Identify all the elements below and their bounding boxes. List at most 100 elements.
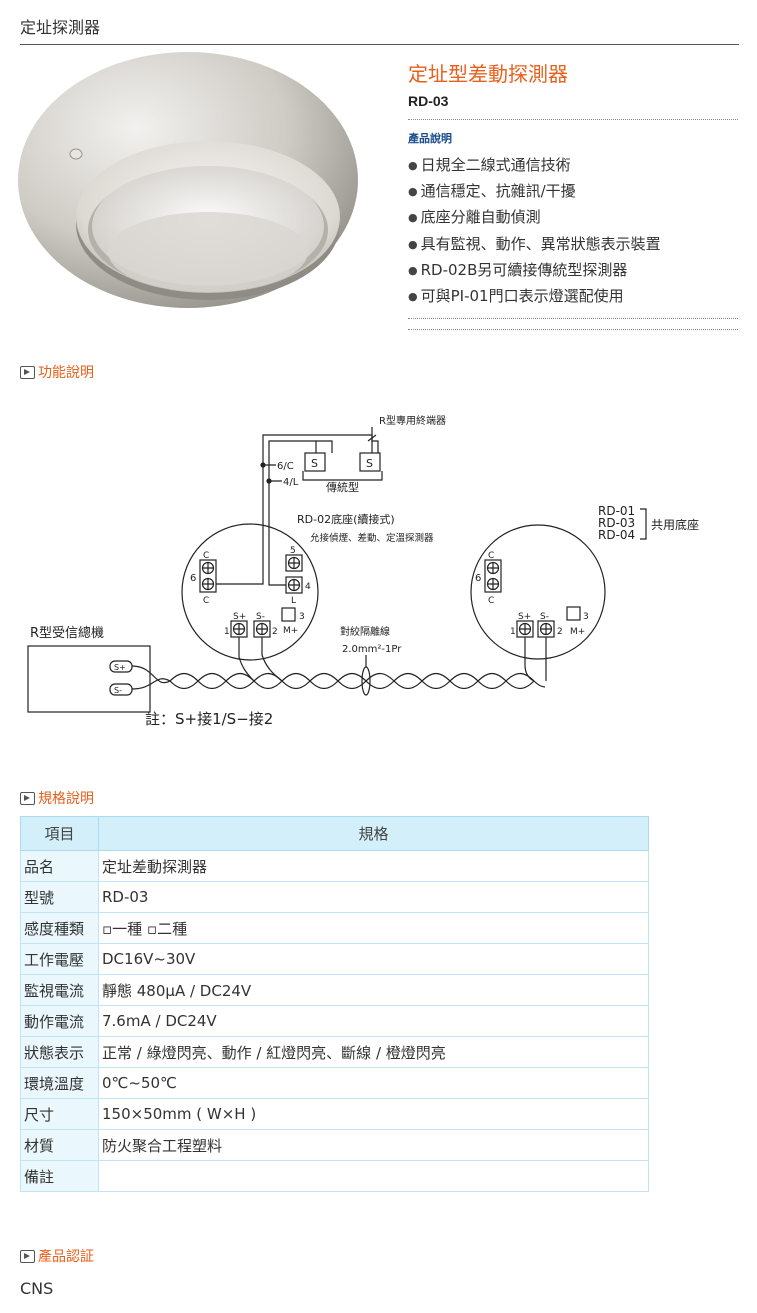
play-icon (20, 1249, 35, 1263)
wiring-diagram: R型專用終端器 S S 傳統型 6/C 4/L RD-02底座(續接式) 允接偵… (27, 414, 699, 728)
receiver-label: R型受信總機 (30, 625, 104, 641)
bullet-icon: ● (408, 211, 418, 225)
wire-6c-label: 6/C (277, 461, 294, 472)
feature-list: ●日規全二線式通信技術 ●通信穩定、抗雜訊/干擾 ●底座分離自動偵測 ●具有監視… (408, 152, 661, 309)
product-photo (18, 52, 358, 308)
bullet-icon: ● (408, 185, 418, 199)
row-value: ▫一種 ▫二種 (98, 912, 649, 944)
terminal-m-plus-label: M+ (570, 627, 585, 637)
row-value: 定址差動探測器 (98, 850, 649, 882)
wire-4l-label: 4/L (283, 477, 299, 488)
row-value: 靜態 480μA / DC24V (98, 974, 649, 1006)
bullet-icon: ● (408, 237, 418, 251)
wiring-note: 註：S+接1/S−接2 (145, 710, 273, 728)
feature-item: ●日規全二線式通信技術 (408, 156, 571, 174)
receiver-s-minus-label: S- (114, 686, 122, 695)
row-value: DC16V~30V (98, 943, 649, 975)
product-name: 定址型差動探測器 (408, 62, 568, 86)
play-icon (20, 791, 35, 805)
terminal-1-label: 1 (510, 627, 516, 637)
column-header: 規格 (98, 816, 649, 851)
shared-model-label: RD-04 (598, 528, 635, 542)
bullet-icon: ● (408, 289, 418, 303)
terminal-1-label: 1 (224, 627, 230, 637)
feature-item: ●RD-02B另可續接傳統型探測器 (408, 260, 628, 279)
row-value: 正常 / 綠燈閃亮、動作 / 紅燈閃亮、斷線 / 橙燈閃亮 (98, 1036, 649, 1068)
breadcrumb-divider (20, 44, 739, 45)
certification-value: CNS (20, 1279, 54, 1298)
terminal-s-plus-label: S+ (518, 612, 531, 622)
section-heading-cert: 產品認証 (20, 1246, 94, 1266)
table-row: 狀態表示正常 / 綠燈閃亮、動作 / 紅燈閃亮、斷線 / 橙燈閃亮 (20, 1036, 649, 1068)
terminal-c-label: C (488, 596, 494, 606)
row-key: 狀態表示 (20, 1036, 99, 1068)
row-value: 0℃~50℃ (98, 1067, 649, 1099)
shared-base-label: 共用底座 (651, 517, 699, 532)
terminal-4-label: 4 (305, 582, 311, 592)
row-key: 備註 (20, 1160, 99, 1192)
terminal-s-plus-label: S+ (233, 612, 246, 622)
bullet-icon: ● (408, 159, 418, 172)
feature-item: ●具有監視、動作、異常狀態表示裝置 (408, 234, 661, 253)
shared-model-label: RD-01 (598, 504, 635, 518)
feature-item: ●底座分離自動偵測 (408, 208, 541, 227)
table-header-row: 項目 規格 (20, 816, 649, 851)
terminal-2-label: 2 (557, 627, 563, 637)
terminal-c-label: C (203, 596, 209, 606)
row-key: 型號 (20, 881, 99, 913)
row-key: 監視電流 (20, 974, 99, 1006)
traditional-terminal-label: S (366, 457, 373, 470)
play-icon (20, 365, 35, 379)
terminal-s-minus-label: S- (540, 612, 549, 622)
cable-label: 對絞隔離線 (340, 625, 390, 638)
feature-item: ●可與PI-01門口表示燈選配使用 (408, 286, 624, 305)
terminal-5-label: 5 (290, 546, 296, 556)
section-heading-function: 功能說明 (20, 362, 94, 382)
table-row: 品名定址差動探測器 (20, 850, 649, 882)
base-subtitle: 允接偵煙、差動、定溫探測器 (310, 532, 434, 544)
terminal-6-label: 6 (190, 573, 196, 584)
row-key: 動作電流 (20, 1005, 99, 1037)
terminal-2-label: 2 (272, 627, 278, 637)
base-title: RD-02底座(續接式) (297, 512, 395, 526)
description-label: 產品說明 (408, 132, 452, 145)
receiver-s-plus-label: S+ (114, 663, 126, 672)
row-value: RD-03 (98, 881, 649, 913)
row-key: 品名 (20, 850, 99, 882)
cable-spec: 2.0mm²-1Pr (342, 644, 402, 655)
row-value: 防火聚合工程塑料 (98, 1129, 649, 1161)
row-value: 150×50mm ( W×H ) (98, 1098, 649, 1130)
terminal-c-label: C (488, 551, 494, 561)
terminal-3-label: 3 (583, 612, 589, 622)
shared-model-label: RD-03 (598, 516, 635, 530)
traditional-label: 傳統型 (326, 480, 359, 494)
terminal-3-label: 3 (299, 612, 305, 622)
table-row: 監視電流靜態 480μA / DC24V (20, 974, 649, 1006)
terminal-l-label: L (291, 596, 296, 606)
terminal-c-label: C (203, 551, 209, 561)
table-row: 材質防火聚合工程塑料 (20, 1129, 649, 1161)
column-header: 項目 (20, 816, 99, 851)
dotted-divider (408, 318, 738, 319)
terminal-6-label: 6 (475, 573, 481, 584)
terminator-label: R型專用終端器 (379, 414, 446, 427)
feature-item: ●通信穩定、抗雜訊/干擾 (408, 182, 576, 201)
dotted-divider (408, 329, 738, 330)
table-row: 感度種類▫一種 ▫二種 (20, 912, 649, 944)
row-key: 感度種類 (20, 912, 99, 944)
section-heading-spec: 規格說明 (20, 788, 94, 808)
terminal-s-minus-label: S- (256, 612, 265, 622)
dotted-divider (408, 119, 738, 120)
table-row: 備註 (20, 1160, 649, 1192)
bullet-icon: ● (408, 263, 418, 277)
breadcrumb: 定址探測器 (20, 18, 101, 37)
row-key: 環境溫度 (20, 1067, 99, 1099)
row-value (98, 1160, 649, 1192)
row-value: 7.6mA / DC24V (98, 1005, 649, 1037)
